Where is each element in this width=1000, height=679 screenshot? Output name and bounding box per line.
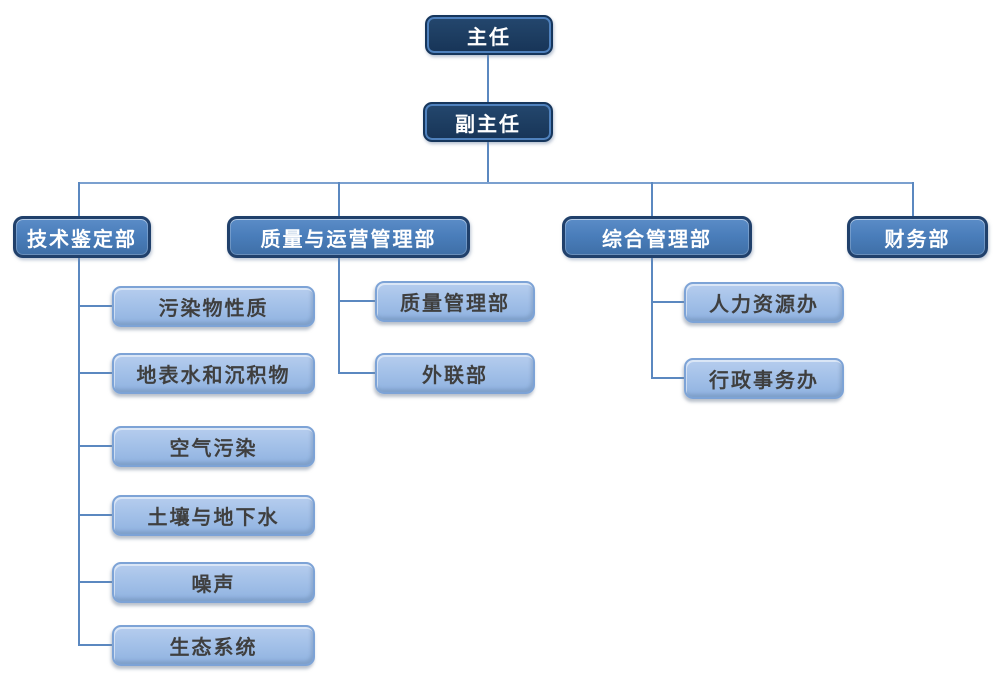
connector-stub-pollutant-properties — [78, 305, 114, 307]
org-node-soil-groundwater: 土壤与地下水 — [112, 495, 315, 536]
connector-hang-technical — [78, 258, 80, 646]
org-node-ecosystem: 生态系统 — [112, 625, 315, 666]
connector-drop-quality — [338, 182, 340, 216]
connector-stub-administrative-affairs — [651, 377, 686, 379]
connector-hang-general — [651, 258, 653, 379]
org-node-director: 主任 — [425, 15, 553, 55]
org-node-noise: 噪声 — [112, 562, 315, 603]
connector-drop-technical — [78, 182, 80, 216]
connector-hang-quality — [338, 258, 340, 374]
connector-deputy-bus — [487, 142, 489, 182]
connector-stub-air-pollution — [78, 445, 114, 447]
connector-stub-human-resources — [651, 301, 686, 303]
connector-director-deputy — [487, 55, 489, 102]
org-node-quality-management: 质量管理部 — [375, 281, 535, 322]
connector-department-bus — [78, 182, 914, 184]
connector-stub-soil-groundwater — [78, 514, 114, 516]
org-node-human-resources: 人力资源办 — [684, 282, 844, 323]
org-node-deputy-director: 副主任 — [423, 102, 553, 142]
org-node-pollutant-properties: 污染物性质 — [112, 286, 315, 327]
org-node-external-relations: 外联部 — [375, 353, 535, 394]
org-node-dept-general-management: 综合管理部 — [562, 216, 752, 258]
connector-stub-surface-water-sediments — [78, 372, 114, 374]
connector-stub-quality-management — [338, 300, 377, 302]
connector-drop-finance — [912, 182, 914, 216]
org-node-dept-finance: 财务部 — [847, 216, 988, 258]
org-node-dept-quality-operations: 质量与运营管理部 — [227, 216, 470, 258]
connector-stub-ecosystem — [78, 644, 114, 646]
connector-drop-general — [651, 182, 653, 216]
org-node-surface-water-sediments: 地表水和沉积物 — [112, 353, 315, 394]
connector-stub-external-relations — [338, 372, 377, 374]
org-node-air-pollution: 空气污染 — [112, 426, 315, 467]
org-node-administrative-affairs: 行政事务办 — [684, 358, 844, 399]
org-node-dept-technical-appraisal: 技术鉴定部 — [13, 216, 151, 258]
connector-stub-noise — [78, 581, 114, 583]
